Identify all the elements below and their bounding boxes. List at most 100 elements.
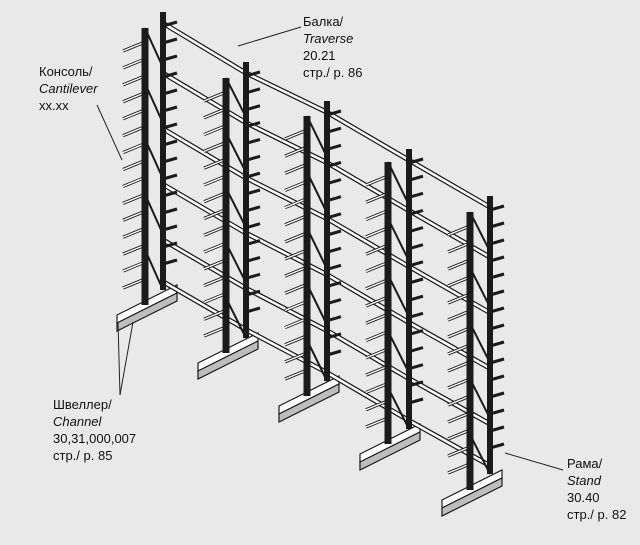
- cantilever-arm-highlight: [122, 125, 146, 137]
- cantilever-arm-highlight: [365, 382, 389, 394]
- cantilever-arm-highlight: [447, 378, 471, 389]
- cantilever-code: xx.xx: [39, 98, 69, 113]
- cantilever-arm-highlight: [122, 227, 146, 238]
- cantilever-arm-highlight: [365, 175, 389, 186]
- stand-brace: [144, 193, 164, 235]
- leader-lines: [96, 26, 564, 471]
- cantilever-arm-highlight: [203, 91, 227, 102]
- cantilever-arm-highlight: [122, 109, 146, 120]
- stand-columns: [141, 12, 493, 490]
- cantilever-arm-highlight: [284, 232, 308, 243]
- cantilever-arm-highlight: [447, 327, 471, 338]
- cantilever-arm-highlight: [284, 335, 308, 346]
- cantilever-arm-highlight: [447, 361, 471, 372]
- stand-brace: [387, 274, 410, 318]
- cantilever-arm-highlight: [284, 146, 308, 157]
- cantilever-arm-highlight: [284, 163, 308, 174]
- beam-callout: Балка/ Traverse 20.21 стр./ р. 86: [303, 13, 362, 81]
- cantilever-arm-highlight: [365, 244, 389, 255]
- cantilever-arm-highlight: [284, 197, 308, 209]
- stand-brace: [469, 378, 491, 419]
- cantilever-arm-highlight: [284, 300, 308, 312]
- stand-page-ref: стр./ р. 82: [567, 507, 627, 522]
- cantilever-arm-highlight: [122, 58, 146, 69]
- cantilever-arm-highlight: [365, 261, 389, 273]
- cantilever-callout: Консоль/ Cantilever xx.xx: [39, 63, 98, 114]
- cantilever-arm-highlight: [365, 417, 389, 428]
- stand-brace: [469, 322, 491, 364]
- stand-brace: [144, 138, 164, 180]
- beam-label-en: Traverse: [303, 31, 354, 46]
- traverse-beam-highlight: [408, 377, 491, 426]
- cantilever-arm-highlight: [122, 75, 146, 86]
- cantilever-arm-highlight: [365, 330, 389, 342]
- stand-brace: [306, 283, 328, 326]
- traverse-beams: [161, 20, 492, 468]
- cantilever-arm-highlight: [203, 175, 227, 186]
- cantilever-arm-highlight: [284, 249, 308, 260]
- traverse-beam-highlight: [245, 176, 328, 220]
- cantilever-arm-highlight: [447, 412, 471, 423]
- cantilever-arm-highlight: [284, 283, 308, 294]
- cantilever-arm-highlight: [203, 326, 227, 337]
- cantilever-arm-highlight: [203, 192, 227, 203]
- stand-brace: [225, 132, 247, 173]
- stand-brace: [306, 339, 328, 382]
- cantilever-arm-highlight: [365, 348, 389, 359]
- cantilever-arm-highlight: [203, 292, 227, 304]
- cantilever-arm-highlight: [122, 193, 146, 205]
- cantilever-arm-highlight: [284, 180, 308, 192]
- cantilever-arm-highlight: [447, 242, 471, 253]
- traverse-beam-highlight: [162, 72, 247, 124]
- stand-brace: [469, 433, 491, 475]
- stand-brace: [387, 387, 410, 430]
- cantilever-arm-highlight: [447, 429, 471, 440]
- cantilever-arm-highlight: [122, 159, 146, 171]
- stand-code: 30.40: [567, 490, 600, 505]
- stand-brace: [387, 330, 410, 374]
- stand-brace: [306, 171, 328, 214]
- cantilever-arm-highlight: [365, 313, 389, 324]
- cantilever-arm-highlight: [122, 244, 146, 255]
- stand-label-en: Stand: [567, 473, 601, 488]
- cantilever-arm-highlight: [122, 41, 146, 52]
- channel-label-ru: Швеллер/: [53, 397, 112, 412]
- stand-brace: [306, 115, 328, 158]
- cantilever-arm-highlight: [284, 215, 308, 226]
- traverse-beam-highlight: [162, 22, 247, 75]
- cantilever-arm-highlight: [447, 310, 471, 321]
- cantilever-arm-highlight: [447, 293, 471, 304]
- stand-brace: [144, 82, 164, 124]
- stand-brace: [469, 211, 491, 253]
- base-channel-flange: [197, 340, 259, 380]
- stand-brace: [469, 267, 491, 308]
- traverse-beam-highlight: [326, 111, 410, 162]
- cantilever-arm-highlight: [365, 365, 389, 376]
- cantilever-arm-highlight: [284, 369, 308, 380]
- cantilever-arm-highlight: [447, 344, 471, 355]
- cantilever-arm-highlight: [122, 92, 146, 103]
- cantilever-arm-highlight: [203, 259, 227, 270]
- traverse-beam-highlight: [326, 329, 410, 380]
- traverse-beam-highlight: [162, 280, 247, 331]
- beam-page-ref: стр./ р. 86: [303, 65, 363, 80]
- cantilever-arm-highlight: [447, 395, 471, 406]
- beam-label-ru: Балка/: [303, 14, 344, 29]
- cantilever-arm-highlight: [203, 309, 227, 320]
- cantilever-arm-highlight: [203, 242, 227, 253]
- cantilever-arm-highlight: [284, 317, 308, 329]
- channel-leader-2: [119, 321, 134, 396]
- channel-callout: Швеллер/ Channel 30,31,000,007 стр./ р. …: [53, 396, 136, 464]
- cantilever-arm-highlight: [284, 129, 308, 140]
- cantilever-arm-highlight: [447, 259, 471, 270]
- stand-brace: [225, 187, 247, 229]
- base-channel-flange: [359, 431, 421, 471]
- cantilever-leader: [96, 104, 123, 161]
- stand-brace: [225, 297, 247, 339]
- base-channels: [116, 284, 503, 517]
- cantilever-label-ru: Консоль/: [39, 64, 93, 79]
- base-channel-flange: [116, 292, 178, 332]
- stand-leader: [504, 452, 564, 471]
